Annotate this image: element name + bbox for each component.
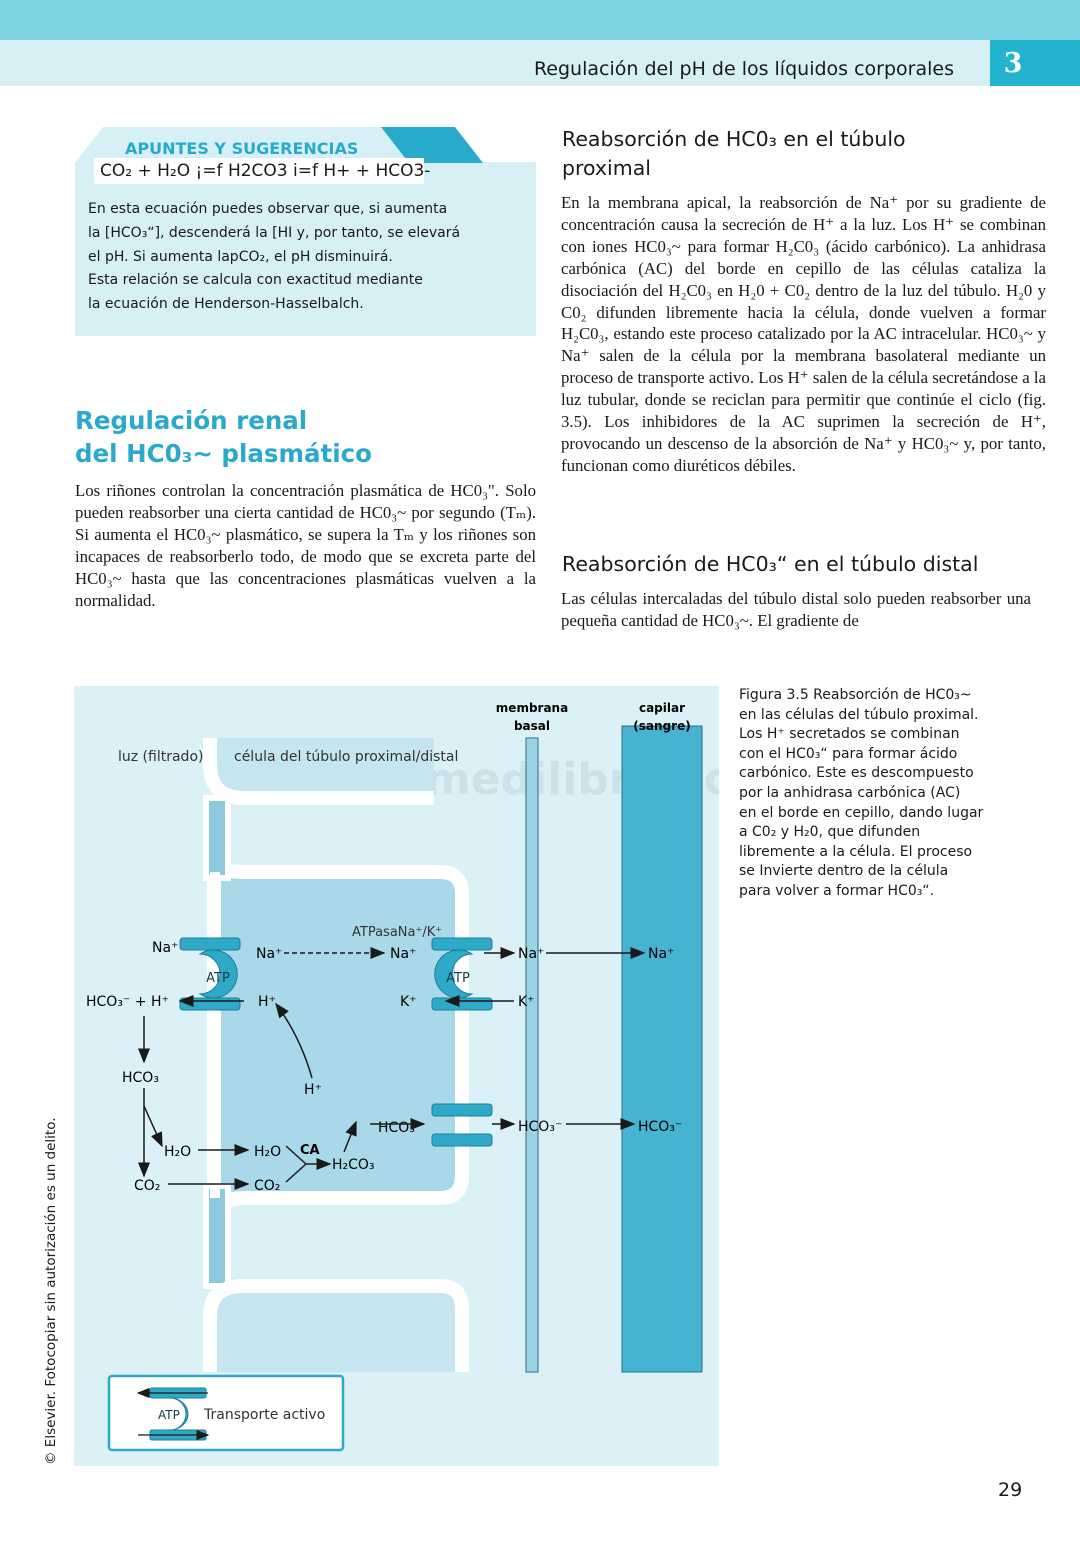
atp-label: ATP: [446, 971, 470, 986]
apical-wall: [210, 872, 220, 1198]
notes-body: En esta ecuación puedes observar que, si…: [88, 198, 500, 317]
page-number: 29: [998, 1479, 1023, 1501]
label-ca: CA: [300, 1143, 320, 1158]
paragraph-proximal: En la membrana apical, la reabsorción de…: [561, 193, 1046, 475]
notes-tab: [75, 127, 483, 163]
label-h: H⁺: [258, 994, 276, 1010]
label-co2: CO₂: [254, 1178, 280, 1194]
notes-line: la ecuación de Henderson-Hasselbalch.: [88, 296, 364, 313]
basal-membrane: [525, 737, 539, 1373]
label-h2o: H₂O: [254, 1144, 281, 1160]
label-celula: célula del túbulo proximal/distal: [234, 749, 458, 765]
hco3-channel: [431, 1103, 493, 1147]
section-heading-renal: Regulación renal del HC0₃~ plasmático: [75, 404, 535, 470]
equation: CO₂ + H₂O ¡=f H2CO3 i=f H+ + HCO3-: [94, 158, 430, 184]
notes-line: la [HCO₃“], descenderá la [HI y, por tan…: [88, 224, 461, 241]
heading-line: Regulación renal: [75, 406, 308, 435]
caption-line: en las células del túbulo proximal.: [739, 706, 979, 723]
heading-line: proximal: [562, 156, 651, 180]
paragraph-distal: Las células intercaladas del túbulo dist…: [561, 589, 1031, 630]
caption-line: Los H⁺ secretados se combinan: [739, 726, 960, 743]
label-h2o: H₂O: [164, 1144, 191, 1160]
notes-line: Esta relación se calcula con exactitud m…: [88, 272, 423, 289]
label-k: K⁺: [518, 994, 535, 1010]
label-hco3-minus: HCO₃⁻: [518, 1119, 562, 1135]
apical-transporter: ATP: [179, 937, 241, 1011]
capillary: [621, 725, 703, 1373]
legend-label: Transporte activo: [203, 1407, 325, 1423]
label-na: Na⁺: [256, 946, 282, 962]
caption-line: por la anhidrasa carbónica (AC): [739, 784, 961, 801]
label-h2co3: H₂CO₃: [332, 1157, 375, 1173]
label-luz: luz (filtrado): [118, 749, 203, 765]
label-basal: basal: [514, 719, 550, 733]
figure-caption: Figura 3.5 Reabsorción de HC0₃~ en las c…: [739, 686, 1009, 902]
running-title: Regulación del pH de los líquidos corpor…: [533, 58, 954, 80]
copyright-note: © Elsevier. Fotocopiar sin autorización …: [43, 1117, 59, 1465]
cell-bottom: [203, 1279, 469, 1372]
label-k: K⁺: [400, 994, 417, 1010]
label-hco3-minus: HCO₃⁻: [378, 1120, 422, 1136]
caption-line: a C0₂ y H₂0, que difunden: [739, 824, 921, 841]
apical-border: [203, 1183, 231, 1289]
chapter-number: 3: [1003, 48, 1023, 79]
cell-body: [207, 855, 469, 1246]
caption-line: para volver a formar HC0₃“.: [739, 882, 935, 899]
notes-box: [75, 162, 536, 336]
label-na: Na⁺: [152, 940, 178, 956]
atp-label: ATP: [158, 1408, 180, 1422]
caption-line: Figura 3.5 Reabsorción de HC0₃~: [739, 687, 972, 703]
figure-diagram: www.medilibros.com membrana basal capila…: [86, 701, 719, 1452]
apical-border: [203, 795, 231, 881]
section-heading-distal: Reabsorción de HC0₃“ en el túbulo distal: [562, 552, 979, 576]
notes-line: En esta ecuación puedes observar que, si…: [88, 201, 448, 217]
legend: ATP Transporte activo: [107, 1374, 345, 1452]
atp-label: ATP: [206, 971, 230, 986]
caption-line: con el HC0₃“ para formar ácido: [739, 745, 958, 762]
header-strip: [0, 40, 990, 86]
label-co2: CO₂: [134, 1178, 160, 1194]
label-sangre: (sangre): [633, 719, 690, 733]
label-membrana: membrana: [496, 701, 568, 715]
label-na: Na⁺: [390, 946, 416, 962]
label-na: Na⁺: [648, 946, 674, 962]
label-atpasa: ATPasaNa⁺/K⁺: [352, 925, 442, 940]
basal-transporter: ATP: [431, 937, 493, 1011]
caption-line: carbónico. Este es descompuesto: [739, 765, 974, 782]
paragraph-renal: Los riñones controlan la concentración p…: [75, 481, 536, 610]
notes-line: el pH. Si aumenta lapCO₂, el pH disminui…: [88, 248, 393, 265]
caption-line: se Invierte dentro de la célula: [739, 863, 949, 880]
cell-top: [203, 738, 434, 805]
label-na: Na⁺: [518, 946, 544, 962]
notes-title: APUNTES Y SUGERENCIAS: [125, 139, 359, 158]
label-capilar: capilar: [639, 701, 685, 715]
caption-line: libremente a la célula. El proceso: [739, 843, 973, 860]
heading-line: del HC0₃~ plasmático: [75, 439, 372, 468]
label-h: H⁺: [304, 1082, 322, 1098]
chapter-box: [990, 40, 1080, 86]
caption-line: en el borde en cepillo, dando lugar: [739, 804, 984, 821]
label-hco3: HCO₃: [122, 1070, 159, 1086]
heading-line: Reabsorción de HC0₃ en el túbulo: [562, 127, 906, 151]
label-hco3-minus: HCO₃⁻: [638, 1119, 682, 1135]
label-hco3-plus-h: HCO₃⁻ + H⁺: [86, 994, 169, 1010]
header-band: [0, 0, 1080, 40]
section-heading-proximal: Reabsorción de HC0₃ en el túbulo proxima…: [562, 125, 1032, 183]
